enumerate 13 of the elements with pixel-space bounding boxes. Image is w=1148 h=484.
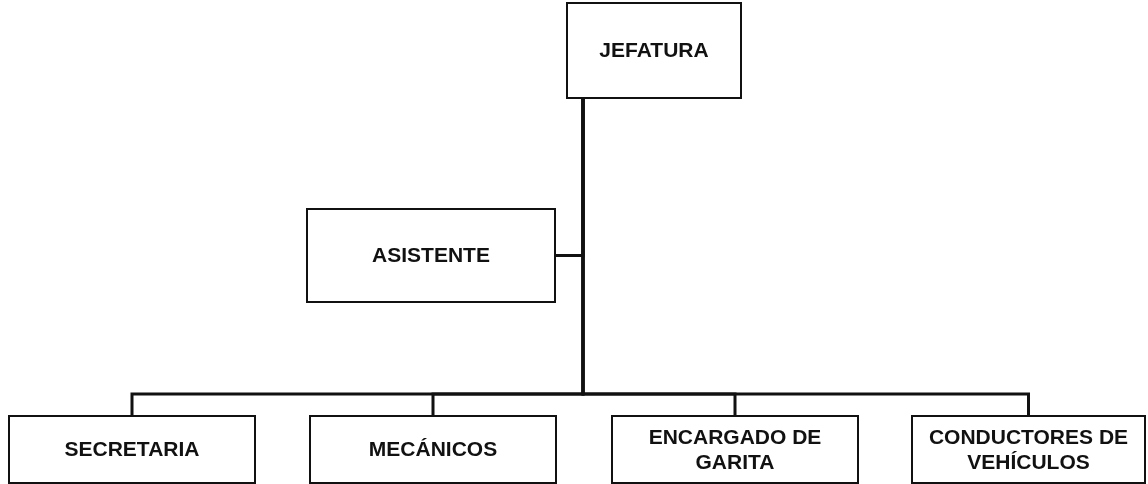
org-box <box>309 415 557 484</box>
org-box <box>566 2 742 99</box>
org-box <box>306 208 556 303</box>
role-label: ASISTENTE <box>371 243 491 268</box>
role-label: JEFATURA <box>598 38 710 63</box>
org-box <box>8 415 256 484</box>
org-box <box>911 415 1146 484</box>
role-label: SECRETARIA <box>63 437 201 462</box>
org-box <box>611 415 859 484</box>
role-label: ENCARGADO DE GARITA <box>647 425 823 474</box>
connector-line <box>581 99 1030 415</box>
role-label: CONDUCTORES DE VEHÍCULOS <box>927 425 1130 474</box>
role-label: MECÁNICOS <box>367 437 499 462</box>
